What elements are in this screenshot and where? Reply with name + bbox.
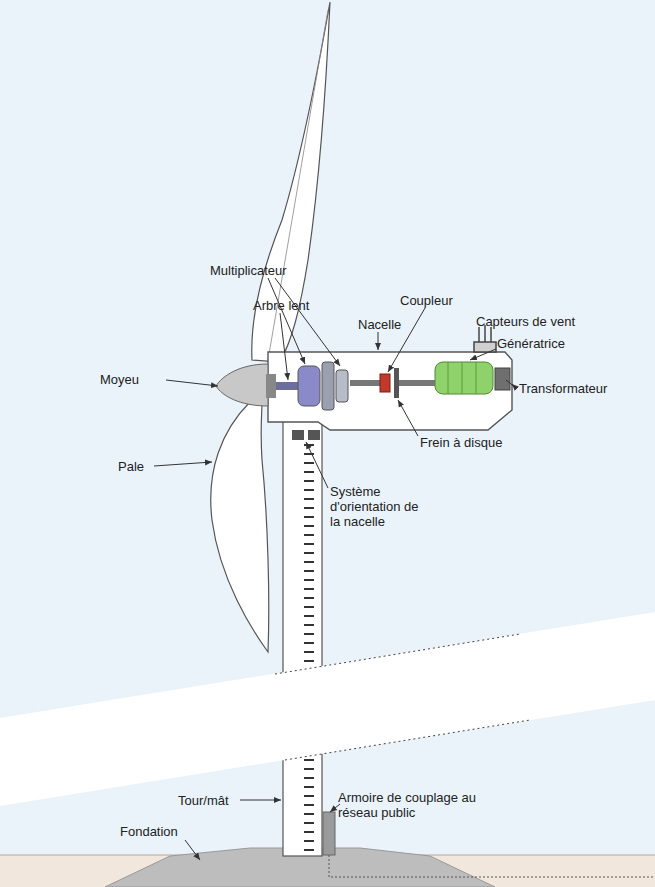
ladder-rung [304,651,314,653]
ladder-rung [304,633,314,635]
ladder-rung [304,606,314,608]
ladder-rung [304,534,314,536]
ladder-rung [304,579,314,581]
part-label: Transformateur [519,381,607,396]
wind-sensors [474,325,496,352]
part-label: Coupleur [400,293,453,308]
part-label: Génératrice [497,336,565,351]
ladder-rung [304,615,314,617]
part-label: Capteurs de vent [476,314,575,329]
ladder-rung [304,786,314,788]
ladder-rung [304,543,314,545]
gearbox [298,366,320,406]
ladder-rung [304,471,314,473]
tower [283,420,322,856]
part-label: Armoire de couplage au réseau public [338,790,478,820]
slow-shaft [276,382,300,390]
break-band [0,612,655,806]
ladder-rung [304,480,314,482]
part-label: Arbre lent [253,298,309,313]
ladder-rung [304,561,314,563]
coupler [380,374,390,392]
ladder-rung [304,489,314,491]
transformer [495,368,510,390]
ladder-rung [304,498,314,500]
ladder-rung [304,525,314,527]
ladder-rung [304,516,314,518]
ladder-rung [304,552,314,554]
ladder-rung [304,822,314,824]
ladder-rung [304,777,314,779]
leader-lines [154,278,516,860]
blade-upper [252,2,330,362]
ladder-rung [304,462,314,464]
ladder-rung [304,768,314,770]
ladder-rung [304,642,314,644]
yaw-drive [292,430,304,440]
part-label: Pale [118,459,144,474]
part-label: Frein à disque [420,435,502,450]
ladder-rung [304,624,314,626]
part-label: Nacelle [358,317,401,332]
ladder-rung [304,597,314,599]
part-label: Moyeu [100,372,139,387]
ladder-rung [304,444,314,446]
part-label: Fondation [120,824,178,839]
ladder-rung [304,759,314,761]
part-label: Multiplicateur [210,263,287,278]
ladder-rung [304,813,314,815]
ladder-rung [304,795,314,797]
ladder-rung [304,588,314,590]
blade-lower [211,402,269,652]
ladder-rung [304,570,314,572]
ladder-rung [304,507,314,509]
ladder-rung [304,840,314,842]
ladder-rung [304,660,314,662]
part-label: Système d'orientation de la nacelle [330,484,422,529]
ladder-rung [304,849,314,851]
grid-cabinet [323,812,335,855]
ladder-rung [304,804,314,806]
ladder-rung [304,831,314,833]
hub [216,364,268,406]
generator [435,362,493,394]
disc-brake [394,368,399,398]
part-label: Tour/mât [178,793,229,808]
